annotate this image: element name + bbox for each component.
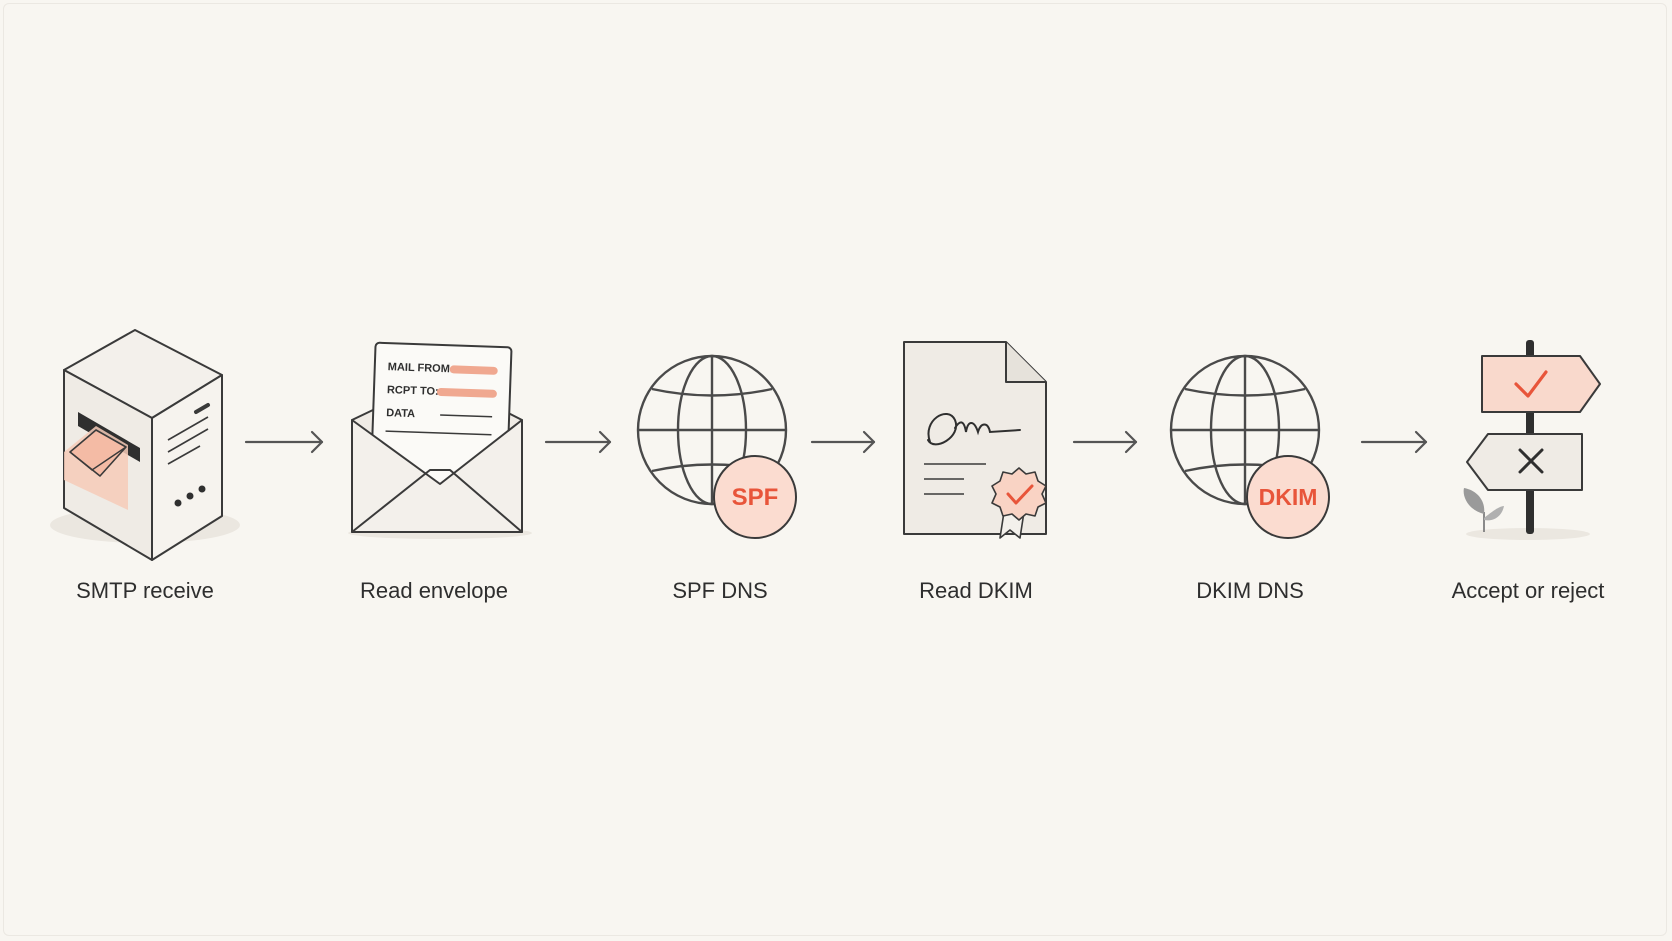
flow-arrow (544, 430, 612, 454)
globe-icon (1169, 354, 1321, 506)
flow-arrow (1072, 430, 1138, 454)
dkim-badge: DKIM (1246, 455, 1330, 539)
dkim-badge-text: DKIM (1259, 484, 1318, 510)
spf-badge: SPF (713, 455, 797, 539)
envelope-icon: MAIL FROM: RCPT TO: DATA (348, 341, 532, 539)
envelope-field-rcpt-to: RCPT TO: (387, 384, 439, 398)
step-label-read-dkim: Read DKIM (919, 578, 1033, 603)
signed-document-icon (903, 341, 1047, 539)
sprout-icon (1463, 488, 1504, 532)
check-icon (1514, 370, 1548, 398)
mail-server-icon (50, 329, 240, 561)
envelope-field-data: DATA (386, 407, 415, 420)
step-label-spf-dns: SPF DNS (672, 578, 768, 603)
step-label-smtp-receive: SMTP receive (76, 578, 214, 603)
signpost-icon (1463, 340, 1601, 540)
diagram-frame (3, 3, 1667, 936)
envelope-fields: MAIL FROM: RCPT TO: DATA (385, 361, 498, 436)
step-label-dkim-dns: DKIM DNS (1196, 578, 1304, 603)
flow-arrow (810, 430, 876, 454)
flow-arrow (1360, 430, 1428, 454)
step-label-accept-or-reject: Accept or reject (1451, 578, 1605, 603)
spf-badge-text: SPF (732, 484, 779, 511)
cross-icon (1518, 448, 1544, 474)
envelope-field-mail-from: MAIL FROM: (388, 361, 454, 375)
flow-arrow (244, 430, 324, 454)
step-label-read-envelope: Read envelope (359, 578, 508, 603)
globe-icon (636, 354, 788, 506)
